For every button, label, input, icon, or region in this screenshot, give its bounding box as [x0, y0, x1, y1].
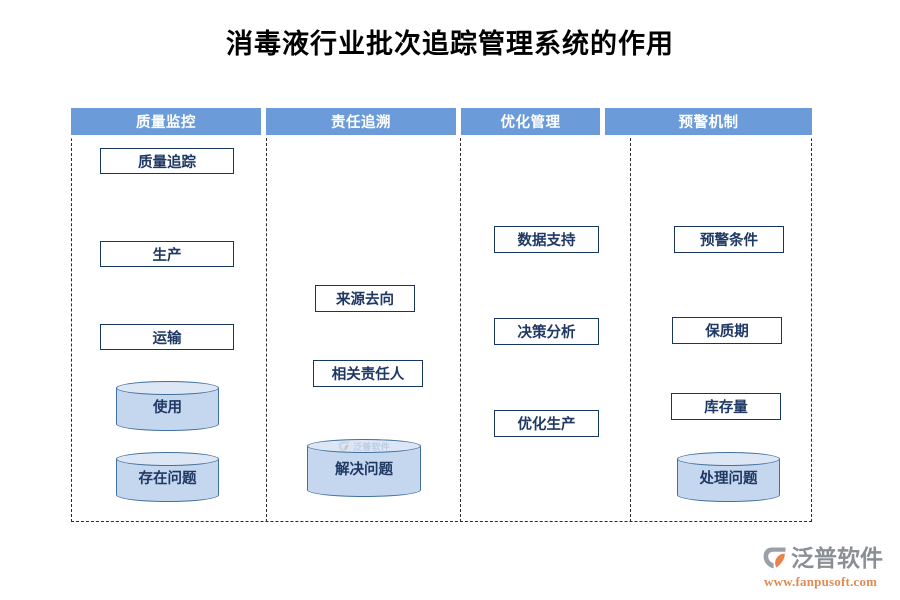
diagram-body-frame — [71, 138, 812, 522]
node-source-destination[interactable]: 来源去向 — [315, 285, 415, 312]
cylinder-top-ellipse — [116, 381, 219, 395]
brand-url: www.fanpusoft.com — [764, 574, 878, 589]
node-production[interactable]: 生产 — [100, 241, 234, 267]
node-decision-analysis[interactable]: 决策分析 — [494, 318, 599, 345]
node-handle-issue[interactable]: 处理问题 — [677, 452, 780, 502]
cylinder-top-ellipse — [677, 452, 780, 466]
page-title: 消毒液行业批次追踪管理系统的作用 — [226, 29, 674, 59]
node-label: 使用 — [153, 399, 182, 416]
cylinder-top-ellipse — [116, 452, 219, 466]
column-header-optimization-management: 优化管理 — [461, 108, 600, 135]
node-warning-condition[interactable]: 预警条件 — [674, 226, 784, 253]
brand-logo: 泛普软件 www.fanpusoft.com — [762, 543, 894, 589]
column-header-early-warning-mechanism: 预警机制 — [605, 108, 812, 135]
column-divider-1 — [266, 138, 267, 522]
column-header-responsibility-tracing: 责任追溯 — [266, 108, 456, 135]
brand-name: 泛普软件 — [791, 545, 883, 571]
node-shelf-life[interactable]: 保质期 — [672, 317, 782, 344]
column-divider-3 — [630, 138, 631, 522]
node-resolve-issue[interactable]: 泛普软件解决问题 — [307, 439, 421, 497]
node-data-support[interactable]: 数据支持 — [494, 226, 599, 253]
node-label: 处理问题 — [699, 470, 758, 487]
cylinder-body — [307, 446, 421, 490]
column-header-quality-monitoring: 质量监控 — [71, 108, 261, 135]
node-label: 存在问题 — [138, 470, 197, 487]
cylinder-top-ellipse — [307, 439, 421, 453]
column-divider-2 — [460, 138, 461, 522]
node-transport[interactable]: 运输 — [100, 324, 234, 350]
node-usage[interactable]: 使用 — [116, 381, 219, 431]
fanpu-leaf-logo-icon — [762, 544, 790, 572]
column-header-row: 质量监控 责任追溯 优化管理 预警机制 — [71, 108, 812, 135]
node-existing-issue[interactable]: 存在问题 — [116, 452, 219, 502]
diagram-canvas: 质量监控 责任追溯 优化管理 预警机制 质量追踪生产运输使用存在问题 来源去向相关… — [71, 108, 812, 523]
node-label: 解决问题 — [335, 461, 393, 478]
node-responsible-person[interactable]: 相关责任人 — [313, 360, 423, 387]
node-quality-tracking[interactable]: 质量追踪 — [100, 148, 234, 174]
node-optimize-production[interactable]: 优化生产 — [494, 410, 599, 437]
node-stock-quantity[interactable]: 库存量 — [671, 393, 781, 420]
